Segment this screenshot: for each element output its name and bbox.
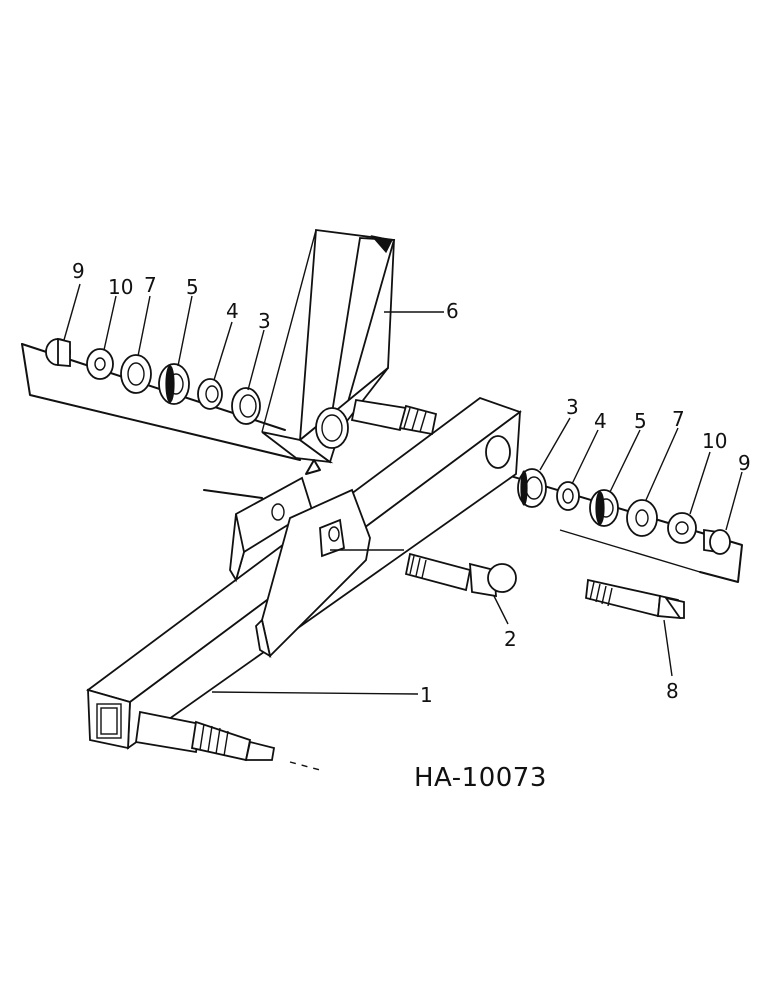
callout-labels: 9 10 7 5 4 3 6 3 4 5 7 10 9 2 8 1 [72,259,751,707]
callout-pin-2: 2 [504,627,517,651]
right-spindle [350,398,438,436]
hex-bolt [585,578,685,619]
right-cap-9 [709,529,731,555]
right-panel-outline [429,451,743,583]
leader-lines [63,283,743,695]
upright-tube [261,228,396,475]
callout-right-3: 3 [566,395,579,419]
mount-bracket [203,476,404,658]
left-cone-4 [197,378,223,410]
callout-left-7: 7 [144,273,157,297]
callout-right-9: 9 [738,451,751,475]
callout-bolt-8: 8 [666,679,679,703]
callout-right-7: 7 [672,407,685,431]
callout-right-10: 10 [702,429,727,453]
callout-right-5: 5 [634,409,647,433]
right-washer-10 [667,512,697,544]
left-hub-parts [45,337,261,425]
callout-left-9: 9 [72,259,85,283]
left-panel-outline [21,343,301,461]
left-spindle [134,710,321,771]
drawing-code: HA-10073 [414,763,547,793]
callout-left-4: 4 [226,299,239,323]
pivot-pin [404,552,517,598]
left-seal-7 [120,354,152,394]
callout-right-4: 4 [594,409,607,433]
callout-left-5: 5 [186,275,199,299]
right-panel-lower-edge [559,529,701,573]
callout-left-10: 10 [108,275,133,299]
callout-frame-1: 1 [420,683,433,707]
callout-tube-6: 6 [446,299,459,323]
callout-left-3: 3 [258,309,271,333]
right-hub-parts [517,468,731,555]
right-cone-4 [556,481,580,511]
left-washer-10 [86,348,114,380]
right-seal-7 [626,499,658,537]
